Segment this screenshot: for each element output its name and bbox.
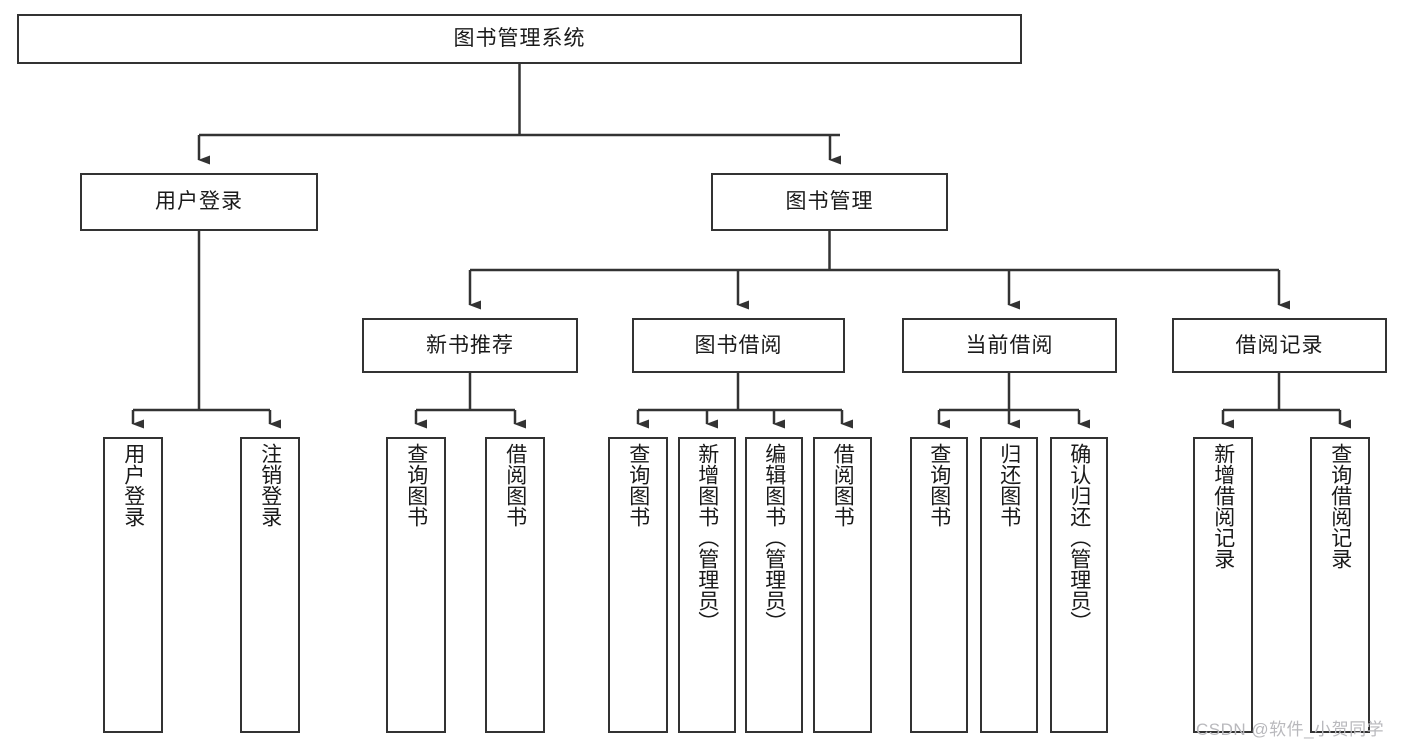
- leaf-label: 确认归还（管理员）: [1067, 443, 1091, 632]
- node-leaf-borrow-book-recommend[interactable]: 借阅图书: [485, 437, 545, 733]
- node-leaf-add-book-admin[interactable]: 新增图书（管理员）: [678, 437, 736, 733]
- node-new-book-recommend[interactable]: 新书推荐: [362, 318, 578, 373]
- node-root-system[interactable]: 图书管理系统: [17, 14, 1022, 64]
- node-leaf-user-login[interactable]: 用户登录: [103, 437, 163, 733]
- node-leaf-return-book[interactable]: 归还图书: [980, 437, 1038, 733]
- node-user-login[interactable]: 用户登录: [80, 173, 318, 231]
- leaf-label: 新增图书（管理员）: [695, 443, 719, 632]
- leaf-label: 借阅图书: [831, 443, 855, 527]
- node-leaf-edit-book-admin[interactable]: 编辑图书（管理员）: [745, 437, 803, 733]
- node-current-borrow[interactable]: 当前借阅: [902, 318, 1117, 373]
- leaf-label: 查询图书: [927, 443, 951, 527]
- leaf-label: 借阅图书: [503, 443, 527, 527]
- node-leaf-borrow-book[interactable]: 借阅图书: [813, 437, 872, 733]
- leaf-label: 新增借阅记录: [1211, 443, 1235, 569]
- node-borrow-record[interactable]: 借阅记录: [1172, 318, 1387, 373]
- leaf-label: 注销登录: [258, 443, 282, 527]
- leaf-label: 查询借阅记录: [1328, 443, 1352, 569]
- node-leaf-query-book-borrow[interactable]: 查询图书: [608, 437, 668, 733]
- node-leaf-user-logout[interactable]: 注销登录: [240, 437, 300, 733]
- leaf-label: 编辑图书（管理员）: [762, 443, 786, 632]
- leaf-label: 查询图书: [404, 443, 428, 527]
- leaf-label: 查询图书: [626, 443, 650, 527]
- node-leaf-confirm-return-admin[interactable]: 确认归还（管理员）: [1050, 437, 1108, 733]
- node-leaf-add-borrow-record[interactable]: 新增借阅记录: [1193, 437, 1253, 733]
- node-leaf-query-borrow-record[interactable]: 查询借阅记录: [1310, 437, 1370, 733]
- leaf-label: 归还图书: [997, 443, 1021, 527]
- node-book-borrow[interactable]: 图书借阅: [632, 318, 845, 373]
- node-book-manage[interactable]: 图书管理: [711, 173, 948, 231]
- node-leaf-query-book-current[interactable]: 查询图书: [910, 437, 968, 733]
- node-leaf-query-book-recommend[interactable]: 查询图书: [386, 437, 446, 733]
- csdn-watermark: CSDN @软件_小贺同学: [1196, 720, 1385, 739]
- leaf-label: 用户登录: [121, 443, 145, 527]
